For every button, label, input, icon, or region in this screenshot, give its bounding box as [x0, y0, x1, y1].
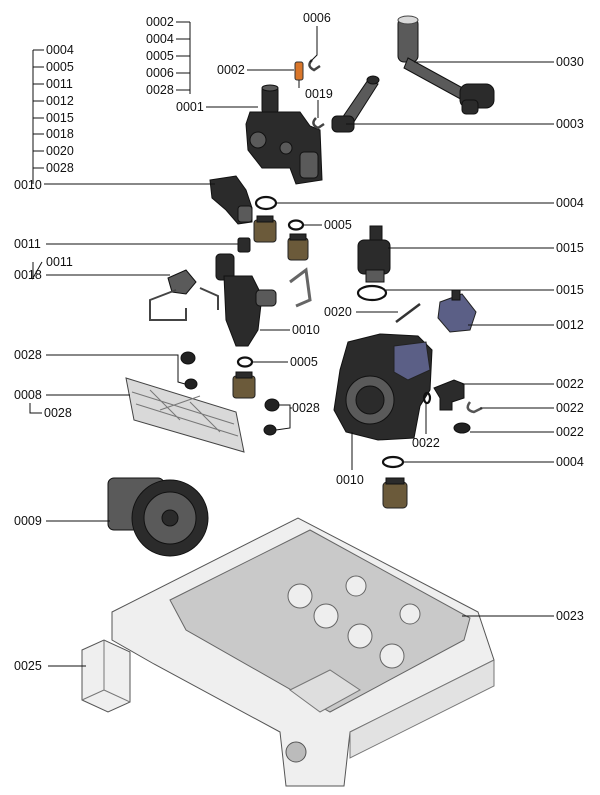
label-0011-sub: 0011: [46, 255, 73, 269]
label-0006: 0006: [303, 11, 331, 25]
part-0004-o-ring-upper: [254, 195, 278, 211]
part-0015-sensor: [357, 225, 391, 283]
leader-lines: [29, 21, 554, 667]
label-0030: 0030: [556, 55, 584, 69]
label-0022-a: 0022: [556, 377, 584, 391]
label-top-0005: 0005: [146, 49, 174, 63]
part-hook-clip: [289, 267, 312, 308]
part-0012-actuator: [437, 289, 477, 333]
label-group-0011: 0011: [46, 77, 73, 91]
part-0028-washer-3: [264, 398, 280, 412]
part-0005-o-ring-upper: [287, 219, 305, 231]
label-0011-left: 0011: [14, 237, 41, 251]
part-0010-pump-housing: [333, 333, 433, 441]
label-0003: 0003: [556, 117, 584, 131]
part-fitting-bronze-3: [232, 371, 256, 399]
label-group-0020: 0020: [46, 144, 74, 158]
part-0008-heat-exchanger: [125, 377, 245, 453]
part-fitting-bronze-lower: [382, 477, 408, 509]
part-0004-o-ring-lower: [381, 455, 405, 469]
label-group-0012: 0012: [46, 94, 74, 108]
part-fitting-bronze-1: [253, 215, 277, 243]
label-0018: 0018: [14, 268, 42, 282]
label-0008: 0008: [14, 388, 42, 402]
label-0001: 0001: [176, 100, 204, 114]
part-0022-washer: [453, 422, 471, 434]
label-0015-lower: 0015: [556, 283, 584, 297]
label-0005-upper: 0005: [324, 218, 352, 232]
label-0028-middle: 0028: [292, 401, 320, 415]
label-group-0028: 0028: [46, 161, 74, 175]
part-0020-pin: [395, 303, 421, 323]
part-0019-clip: [312, 117, 325, 130]
label-group-0015: 0015: [46, 111, 74, 125]
part-0023-chassis: [111, 517, 495, 787]
label-top-0006: 0006: [146, 66, 174, 80]
part-0010-connector-upper: [209, 175, 253, 225]
part-0030-bypass-pipe: [397, 15, 495, 115]
label-0022-b: 0022: [556, 401, 584, 415]
part-0001-hydraulic-block: [245, 84, 323, 185]
part-0028-washer-1: [180, 351, 196, 365]
part-0009-pump-motor: [107, 477, 209, 557]
label-0023: 0023: [556, 609, 584, 623]
part-0022-o-ring: [422, 391, 432, 405]
label-group-0018: 0018: [46, 127, 74, 141]
part-labels: 0004 0005 0011 0012 0015 0018 0020 0028 …: [14, 11, 584, 673]
label-0020: 0020: [324, 305, 352, 319]
part-0010-connector-lower: [215, 253, 277, 347]
part-0028-washer-4: [263, 424, 277, 436]
label-0025: 0025: [14, 659, 42, 673]
part-0011-plug: [237, 237, 251, 253]
label-0002: 0002: [217, 63, 245, 77]
label-0015-upper: 0015: [556, 241, 584, 255]
label-0009: 0009: [14, 514, 42, 528]
label-0010-group-parent: 0010: [14, 178, 42, 192]
label-0022-d: 0022: [556, 425, 584, 439]
part-0025-electrical-box: [81, 639, 131, 713]
part-0022-clip: [466, 401, 483, 414]
part-0005-o-ring-lower: [236, 356, 254, 368]
label-0028-left-upper: 0028: [14, 348, 42, 362]
label-0028-left-lower: 0028: [44, 406, 72, 420]
label-group-0004: 0004: [46, 43, 74, 57]
label-0004-right-lower: 0004: [556, 455, 584, 469]
label-0004-right-upper: 0004: [556, 196, 584, 210]
label-0012: 0012: [556, 318, 584, 332]
label-0010-lower: 0010: [336, 473, 364, 487]
part-fitting-bronze-2: [287, 233, 309, 261]
part-0002-valve: [294, 61, 304, 88]
part-0028-washer-2: [184, 378, 198, 390]
label-0010-middle: 0010: [292, 323, 320, 337]
label-0022-c: 0022: [412, 436, 440, 450]
label-top-0028: 0028: [146, 83, 174, 97]
label-top-0002: 0002: [146, 15, 174, 29]
label-group-0005: 0005: [46, 60, 74, 74]
label-0019: 0019: [305, 87, 333, 101]
part-0015-o-ring: [356, 284, 388, 302]
part-0022-elbow: [433, 379, 465, 411]
label-top-0004: 0004: [146, 32, 174, 46]
part-0018-flow-sensor: [149, 269, 219, 321]
label-0005-lower: 0005: [290, 355, 318, 369]
